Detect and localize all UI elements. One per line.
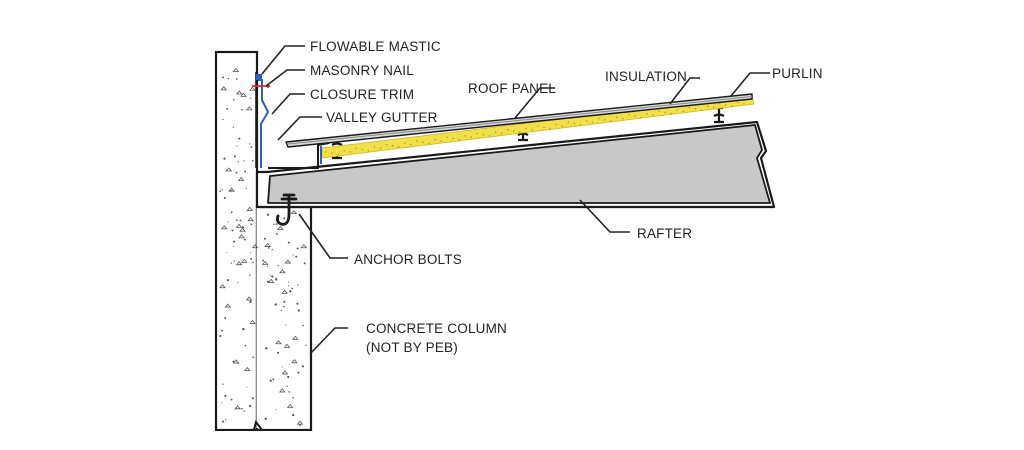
label-purlin: PURLIN (772, 66, 823, 81)
label-insulation: INSULATION (605, 69, 687, 84)
leader-anchor-bolts (298, 213, 348, 259)
leader-purlin (730, 72, 770, 97)
label-concrete-column-line1: CONCRETE COLUMN (366, 321, 507, 336)
label-closure-trim: CLOSURE TRIM (310, 87, 414, 102)
leader-flowable-mastic (261, 45, 305, 75)
label-masonry-nail: MASONRY NAIL (310, 63, 414, 78)
label-anchor-bolts: ANCHOR BOLTS (354, 252, 462, 267)
callout-labels: FLOWABLE MASTIC MASONRY NAIL CLOSURE TRI… (310, 39, 823, 355)
leader-lines (261, 45, 770, 355)
concrete-column (212, 50, 316, 450)
label-flowable-mastic: FLOWABLE MASTIC (310, 39, 441, 54)
label-valley-gutter: VALLEY GUTTER (326, 110, 438, 125)
concrete-aggregate-texture (219, 68, 308, 426)
leader-closure-trim (271, 93, 305, 115)
roof-panel (285, 93, 753, 148)
flowable-mastic (256, 74, 262, 80)
valley-gutter (268, 142, 330, 169)
label-roof-panel: ROOF PANEL (468, 81, 556, 96)
label-concrete-column-line2: (NOT BY PEB) (366, 340, 458, 355)
leader-rafter (579, 199, 630, 233)
leader-valley-gutter (277, 116, 322, 141)
anchor-bolt (276, 193, 298, 226)
label-rafter: RAFTER (637, 226, 692, 241)
leader-concrete-column (309, 327, 348, 355)
leader-masonry-nail (265, 69, 305, 87)
leader-insulation (669, 77, 700, 105)
leader-roof-panel (514, 87, 555, 119)
rafter (255, 120, 776, 209)
